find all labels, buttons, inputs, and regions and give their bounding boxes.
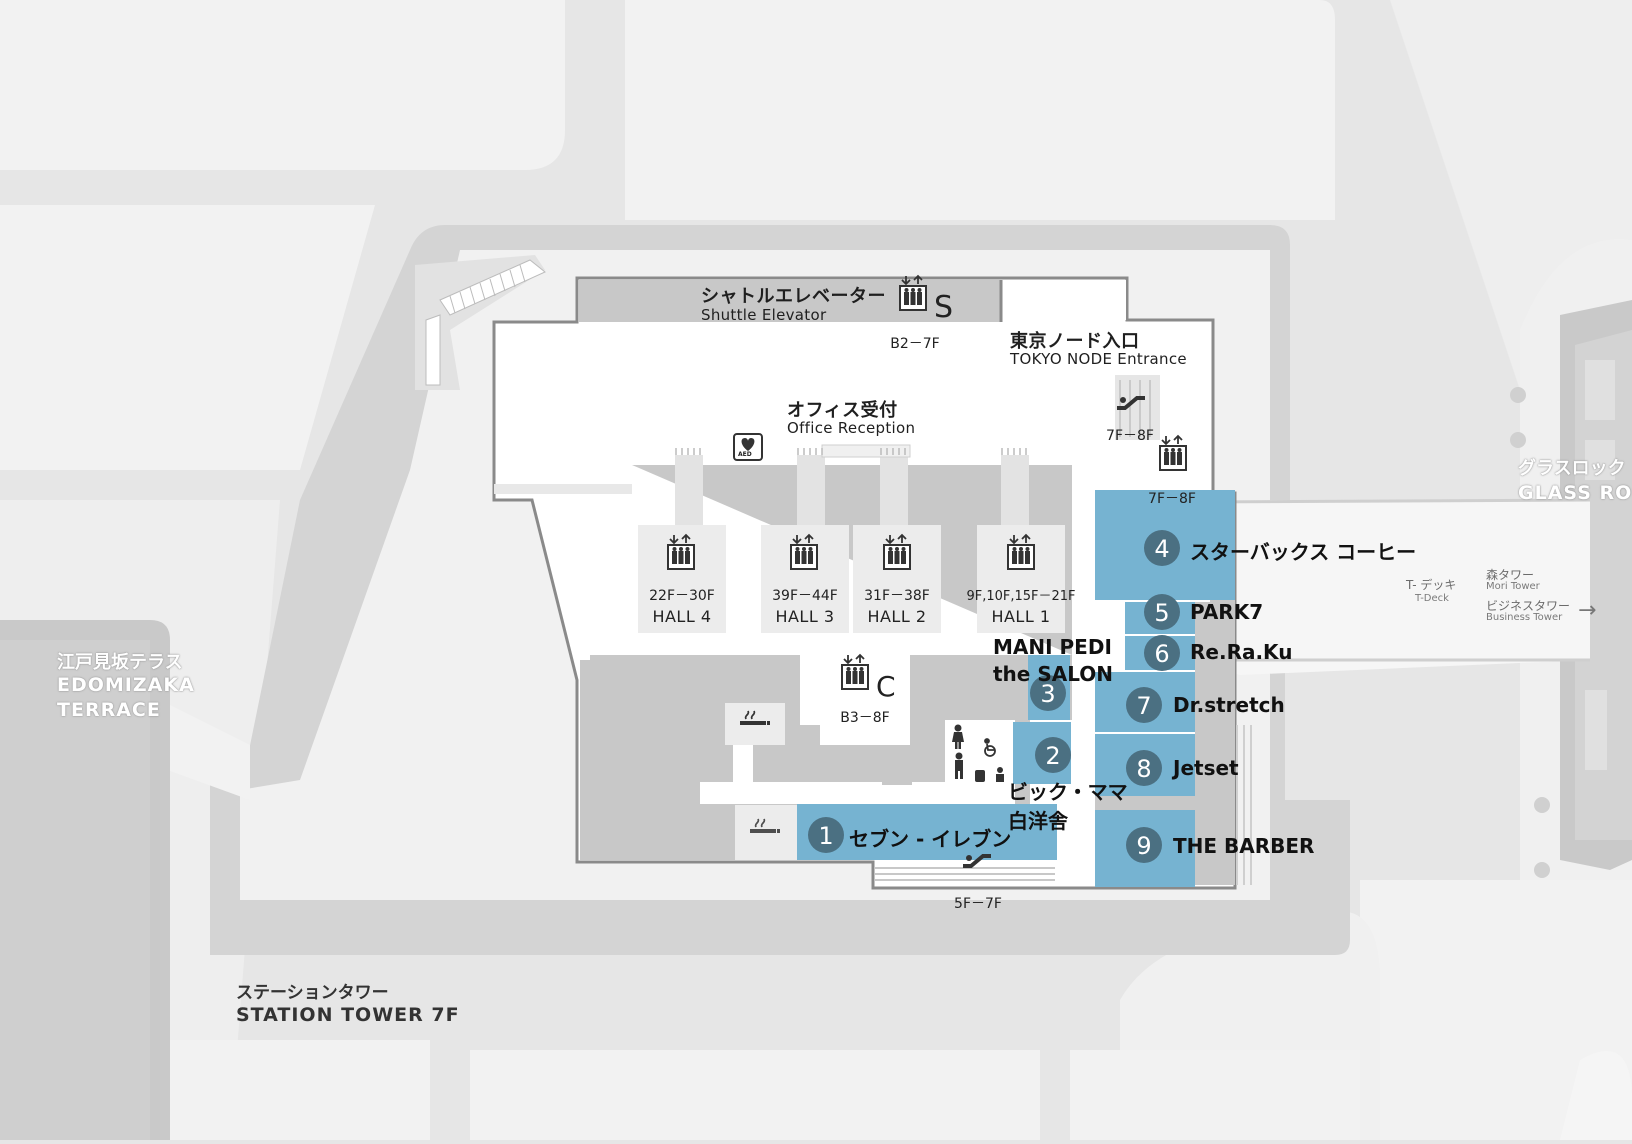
hall1-name: HALL 1: [991, 607, 1051, 626]
escalator-floors-bottom: 5F－7F: [954, 896, 1002, 912]
business-tower-label-en: Business Tower: [1486, 612, 1563, 623]
hall2-floors: 31F－38F: [864, 588, 930, 604]
station-tower-label-en: STATION TOWER 7F: [236, 1004, 460, 1026]
store-park7[interactable]: PARK7: [1190, 600, 1264, 624]
mori-tower-label-en: Mori Tower: [1486, 581, 1540, 592]
shuttle-label-en: Shuttle Elevator: [701, 306, 827, 324]
svg-text:3: 3: [1040, 680, 1055, 708]
aed-label: AED: [738, 451, 752, 458]
direction-arrow-icon: →: [1578, 598, 1597, 623]
office-label-jp: オフィス受付: [787, 400, 898, 421]
svg-text:6: 6: [1154, 640, 1169, 668]
svg-text:2: 2: [1045, 742, 1060, 770]
store-the-barber[interactable]: THE BARBER: [1173, 834, 1315, 858]
t-deck: [1190, 500, 1590, 675]
glass-rock-label-jp: グラスロック: [1518, 458, 1626, 479]
restroom-icon: [952, 724, 964, 779]
store-starbucks[interactable]: スターバックス コーヒー: [1190, 540, 1417, 564]
node-label-jp: 東京ノード入口: [1010, 331, 1140, 352]
svg-text:5: 5: [1154, 599, 1169, 627]
tdeck-label-en: T-Deck: [1415, 593, 1449, 604]
node-label-en: TOKYO NODE Entrance: [1010, 350, 1187, 368]
aed-icon: [733, 433, 763, 461]
business-tower-label-jp: ビジネスタワー: [1486, 599, 1571, 613]
svg-text:9: 9: [1136, 832, 1151, 860]
hall-boxes: [638, 444, 1065, 633]
svg-text:4: 4: [1154, 535, 1169, 563]
hall4-name: HALL 4: [652, 607, 712, 626]
glass-rock-label-en: GLASS ROCK: [1518, 482, 1632, 504]
center-elevator-floors: B3－8F: [840, 710, 890, 726]
elevator-floors-node: 7F－8F: [1148, 491, 1196, 507]
accessible-icon: [984, 738, 996, 757]
svg-text:8: 8: [1136, 755, 1151, 783]
store-badges: 1 2 3 4 5 6 7 8 9: [808, 530, 1180, 863]
store-hakuyosha[interactable]: 白洋舎: [1008, 809, 1068, 833]
family-restroom-icon: [975, 767, 1004, 782]
edomizaka-label-jp: 江戸見坂テラス: [57, 652, 183, 673]
store-reraku[interactable]: Re.Ra.Ku: [1190, 640, 1293, 664]
hall3-floors: 39F－44F: [772, 588, 838, 604]
store-jetset[interactable]: Jetset: [1173, 756, 1239, 780]
store-big-mama[interactable]: ビック・ママ: [1008, 780, 1128, 804]
station-tower-label-jp: ステーションタワー: [236, 983, 389, 1003]
hall3-name: HALL 3: [775, 607, 835, 626]
hall1-floors: 9F,10F,15F－21F: [966, 589, 1076, 604]
office-label-en: Office Reception: [787, 419, 916, 437]
center-elevator-letter: C: [876, 670, 896, 703]
store-mani-pedi[interactable]: MANI PEDI: [993, 635, 1112, 659]
edomizaka-label-en2: TERRACE: [57, 699, 161, 721]
hall4-floors: 22F－30F: [649, 588, 715, 604]
shuttle-label-jp: シャトルエレベーター: [701, 286, 886, 307]
store-the-salon[interactable]: the SALON: [993, 662, 1113, 686]
escalator-floors-node: 7F－8F: [1106, 428, 1154, 444]
mori-tower-label-jp: 森タワー: [1486, 568, 1535, 582]
hall2-name: HALL 2: [867, 607, 927, 626]
shuttle-floors: B2－7F: [890, 336, 940, 352]
shuttle-letter: S: [934, 290, 954, 325]
edomizaka-label-en1: EDOMIZAKA: [57, 674, 195, 696]
tdeck-label-jp: T- デッキ: [1406, 578, 1457, 592]
svg-text:1: 1: [818, 822, 833, 850]
svg-text:7: 7: [1136, 692, 1151, 720]
store-dr-stretch[interactable]: Dr.stretch: [1173, 693, 1285, 717]
store-7eleven[interactable]: セブン - イレブン: [849, 827, 1012, 851]
shop-areas: [797, 490, 1235, 887]
